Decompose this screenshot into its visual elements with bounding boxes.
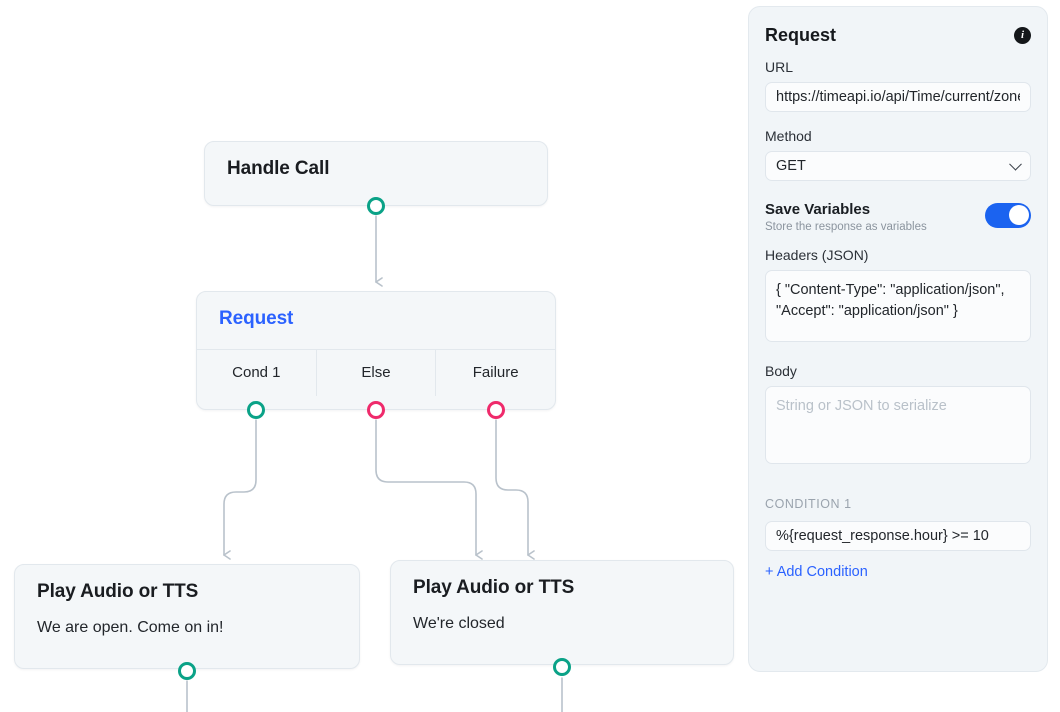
method-label: Method [765,127,812,144]
flow-canvas[interactable]: Handle Call Request Cond 1 Else Failure [0,0,748,712]
info-icon[interactable]: i [1014,27,1031,44]
flow-node-request-header: Request [197,292,555,349]
condition-input[interactable] [765,520,1031,551]
url-input[interactable] [765,81,1031,112]
save-variables-label: Save Variables [765,200,871,218]
output-cond-1[interactable]: Cond 1 [197,350,316,396]
panel-header: Request i [765,25,1031,46]
save-variables-row: Save Variables Store the response as var… [765,201,1031,236]
flow-node-title: Play Audio or TTS [413,577,575,598]
output-else[interactable]: Else [315,349,436,396]
flow-node-subtitle: We are open. Come on in! [37,618,224,636]
flow-node-play-audio-open[interactable]: Play Audio or TTS We are open. Come on i… [14,564,360,669]
handle-out-else[interactable] [367,401,385,419]
output-label: Cond 1 [232,364,281,382]
url-label: URL [765,59,794,75]
flow-node-title: Request [219,308,294,329]
handle-out-cond-1[interactable] [247,401,265,419]
method-select-wrapper[interactable] [765,150,1031,181]
handle-out-handle-call[interactable] [367,197,385,215]
output-failure[interactable]: Failure [435,349,555,396]
flow-node-request[interactable]: Request Cond 1 Else Failure [196,291,556,410]
headers-label: Headers (JSON) [765,247,869,264]
method-select[interactable] [765,150,1031,181]
output-label: Else [361,364,391,382]
add-condition-button[interactable]: + Add Condition [765,563,868,580]
panel-title: Request [765,25,837,45]
handle-out-failure[interactable] [487,401,505,419]
save-variables-description: Store the response as variables [765,221,927,234]
flow-node-request-outputs: Cond 1 Else Failure [197,348,555,396]
save-variables-toggle[interactable] [985,202,1031,228]
flow-node-handle-call[interactable]: Handle Call [204,141,548,206]
flow-node-title: Handle Call [227,158,330,179]
flow-node-subtitle: We're closed [413,614,505,632]
save-variables-text: Save Variables Store the response as var… [765,201,927,236]
request-properties-panel: Request i URL Method Save Variables Stor… [748,6,1048,672]
flow-node-play-audio-closed[interactable]: Play Audio or TTS We're closed [390,560,734,665]
output-label: Failure [472,364,519,382]
handle-out-play-audio-closed[interactable] [553,658,571,676]
handle-out-play-audio-open[interactable] [178,662,196,680]
body-input[interactable] [765,385,1031,464]
body-label: Body [765,362,797,379]
condition-label: CONDITION 1 [765,496,852,511]
toggle-knob [1008,205,1029,226]
flow-node-title: Play Audio or TTS [37,581,199,602]
headers-input[interactable] [765,269,1031,342]
